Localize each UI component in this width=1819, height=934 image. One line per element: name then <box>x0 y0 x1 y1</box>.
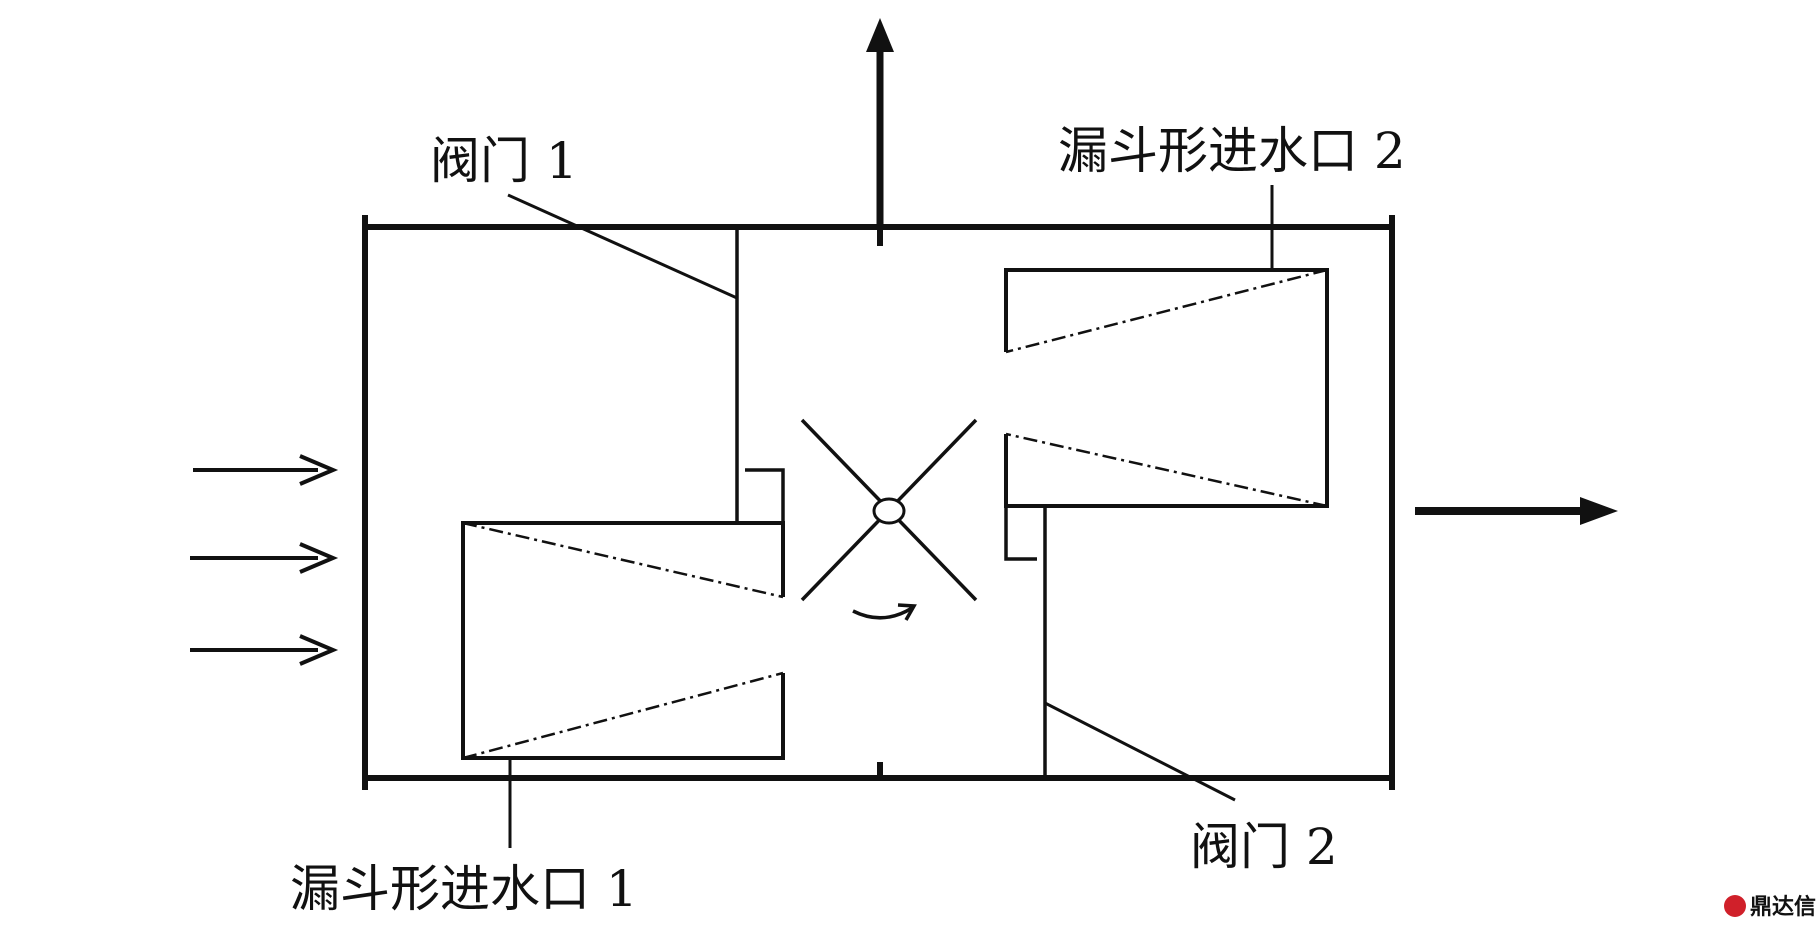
funnel-inlet-2-outline <box>1004 268 1329 508</box>
valve-1-bracket <box>745 468 785 523</box>
outflow-arrow-right <box>1415 497 1618 525</box>
funnel-inlet-2 <box>1004 268 1329 508</box>
inflow-arrow-bottom <box>190 634 339 666</box>
label-funnel-inlet-2: 漏斗形进水口 2 <box>1058 122 1406 180</box>
valve-2 <box>1004 506 1047 778</box>
leader-valve-1 <box>507 193 738 300</box>
valve-2-bracket <box>1004 506 1037 561</box>
inflow-arrow-middle <box>190 542 339 574</box>
inflow-arrow-top <box>193 454 339 486</box>
impeller <box>800 418 978 621</box>
leader-lines <box>507 185 1274 848</box>
funnel-inlet-1-upper-outline <box>461 521 785 760</box>
label-valve-2: 阀门 2 <box>1190 818 1338 876</box>
watermark-text: 鼎达信 <box>1750 894 1816 920</box>
label-funnel-inlet-1: 漏斗形进水口 1 <box>290 860 638 918</box>
label-valve-1: 阀门 1 <box>430 132 578 190</box>
watermark-logo-icon <box>1724 895 1746 917</box>
funnel-inlet-1-dashed-top <box>462 521 784 599</box>
outflow-arrow-up <box>866 18 894 230</box>
funnel-inlet-1 <box>461 521 785 760</box>
rotation-arrow <box>852 606 913 620</box>
valve-1 <box>735 230 785 523</box>
watermark: 鼎达信 <box>1724 894 1816 920</box>
funnel-inlet-2-dashed-top <box>1005 268 1328 354</box>
rotation-arrow-head <box>897 603 917 621</box>
funnel-inlet-1-dashed-bottom <box>462 671 784 760</box>
leader-valve-2 <box>1044 701 1236 802</box>
flow-arrows <box>190 18 1618 666</box>
funnel-inlet-2-dashed-bottom <box>1005 432 1328 508</box>
impeller-hub <box>872 497 906 525</box>
